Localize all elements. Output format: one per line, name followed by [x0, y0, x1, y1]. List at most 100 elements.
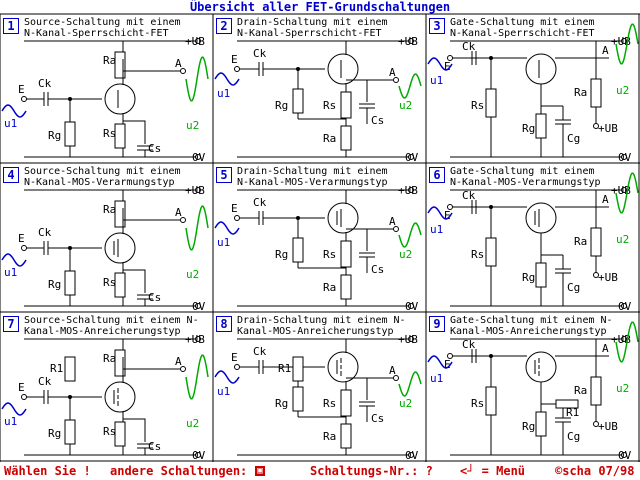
label-u2: u2: [616, 382, 629, 395]
resistor-rg: [64, 419, 76, 445]
resistor-rs: [485, 386, 497, 416]
transistor-enhancement: [104, 381, 136, 413]
label-r1: R1: [278, 362, 291, 375]
label-u2: u2: [616, 233, 629, 246]
panel-number-7[interactable]: 7: [3, 316, 19, 332]
terminal: [195, 336, 201, 342]
label-0v: 0V: [618, 300, 632, 313]
terminal: [195, 38, 201, 44]
label-rs: Rs: [471, 99, 484, 112]
panel-number-5[interactable]: 5: [216, 167, 232, 183]
label-cg: Cg: [567, 132, 580, 145]
label-rs: Rs: [103, 425, 116, 438]
label-e: E: [231, 351, 238, 364]
label-ck: Ck: [462, 338, 476, 351]
wire: [123, 120, 146, 144]
caption-line1: Drain-Schaltung mit einem N-: [237, 315, 406, 326]
caption-line2: Kanal-MOS-Anreicherungstyp: [237, 326, 394, 337]
terminal: [447, 204, 453, 210]
terminal: [621, 187, 627, 193]
label-ra: Ra: [323, 430, 336, 443]
transistor-jfet: [327, 53, 359, 85]
label-u1: u1: [217, 385, 230, 398]
label-e: E: [231, 202, 238, 215]
circuit-number-prompt[interactable]: Schaltungs-Nr.: ?: [310, 464, 433, 478]
label-0v: 0V: [405, 300, 419, 313]
resistor-rs: [485, 88, 497, 118]
panel-number-1[interactable]: 1: [3, 18, 19, 34]
terminal: [234, 215, 240, 221]
output-signal-u2: [398, 371, 422, 397]
panel-number-2[interactable]: 2: [216, 18, 232, 34]
label-ck: Ck: [38, 77, 52, 90]
resistor-ra: [114, 200, 126, 228]
label-rg: Rg: [522, 122, 535, 135]
label-u2: u2: [616, 84, 629, 97]
caption-line1: Source-Schaltung mit einem: [24, 17, 181, 28]
input-signal-u1: [427, 57, 453, 71]
label-rg: Rg: [275, 248, 288, 261]
output-signal-u2: [615, 321, 639, 363]
label-0v: 0V: [405, 151, 419, 164]
choose-prompt: Wählen Sie !: [4, 464, 91, 478]
label-ra: Ra: [323, 132, 336, 145]
label-ra: Ra: [103, 203, 116, 216]
caption-line2: N-Kanal-Sperrschicht-FET: [24, 28, 169, 39]
panel-number-8[interactable]: 8: [216, 316, 232, 332]
terminal: [408, 303, 414, 309]
output-signal-u2: [615, 172, 639, 214]
label-ub-sub: +UB: [598, 420, 618, 433]
label-rs: Rs: [471, 248, 484, 261]
label-e: E: [444, 209, 451, 222]
resistor-r1: [555, 399, 579, 409]
caption-line1: Drain-Schaltung mit einem: [237, 166, 388, 177]
resistor-rg: [64, 121, 76, 147]
terminal: [447, 353, 453, 359]
terminal: [408, 154, 414, 160]
terminal: [234, 364, 240, 370]
caption-line1: Gate-Schaltung mit einem: [450, 17, 595, 28]
caption-line1: Source-Schaltung mit einem: [24, 166, 181, 177]
panel-number-3[interactable]: 3: [429, 18, 445, 34]
output-signal-u2: [615, 23, 639, 65]
label-rg: Rg: [48, 129, 61, 142]
caption-line2: Kanal-MOS-Anreicherungstyp: [450, 326, 607, 337]
label-ck: Ck: [253, 345, 267, 358]
input-signal-u1: [214, 370, 240, 384]
resistor-ra: [114, 349, 126, 377]
terminal: [593, 421, 599, 427]
panel-number-4[interactable]: 4: [3, 167, 19, 183]
label-ub: +UB: [185, 184, 205, 197]
label-ra: Ra: [574, 235, 587, 248]
menu-key-hint[interactable]: <┘ = Menü: [460, 464, 526, 478]
label-0v: 0V: [618, 449, 632, 462]
label-u2: u2: [186, 417, 199, 430]
terminal: [621, 336, 627, 342]
terminal: [621, 452, 627, 458]
terminal: [195, 303, 201, 309]
label-u2: u2: [399, 99, 412, 112]
input-signal-u1: [1, 402, 27, 416]
transistor-depletion: [525, 202, 557, 234]
output-signal-u2: [398, 222, 422, 248]
terminal: [621, 154, 627, 160]
page-switch-icon[interactable]: ▣: [255, 466, 265, 476]
panel-number-9[interactable]: 9: [429, 316, 445, 332]
label-ck: Ck: [462, 189, 476, 202]
caption-line2: N-Kanal-Sperrschicht-FET: [237, 28, 382, 39]
output-signal-u2: [185, 56, 209, 102]
panel-caption-7: Source-Schaltung mit einem N-Kanal-MOS-A…: [24, 315, 199, 337]
panel-number-6[interactable]: 6: [429, 167, 445, 183]
label-rg: Rg: [522, 271, 535, 284]
terminal: [180, 366, 186, 372]
label-e: E: [18, 83, 25, 96]
resistor-rg: [535, 113, 547, 139]
resistor-ra: [114, 51, 126, 79]
label-rg: Rg: [522, 420, 535, 433]
label-ra: Ra: [103, 54, 116, 67]
